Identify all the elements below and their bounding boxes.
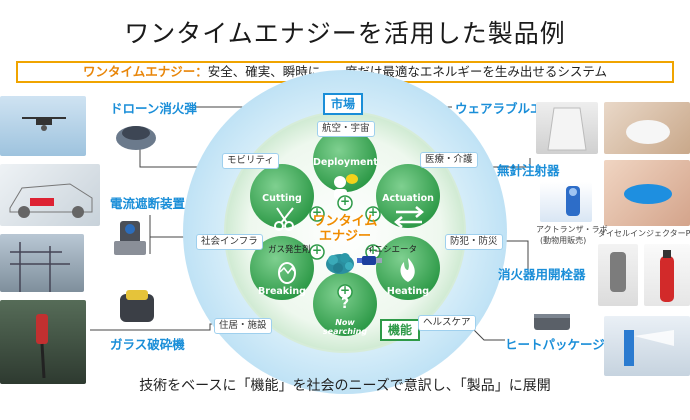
scissors-icon [274,207,294,231]
heat-package-photo [604,316,690,376]
function-node-cutting [250,164,314,231]
center-title-line2: エナジー [318,229,371,244]
plus-sign: + [311,243,323,257]
airbag-vest-photo [536,102,598,154]
function-tag: 機能 [380,319,421,341]
page-title: ワンタイムエナジーを活用した製品例 [124,19,566,48]
drone-extinguisher-device [116,126,156,150]
substation-photo [0,234,84,292]
daicel-injector-photo [604,160,690,226]
footer-text: 技術をベースに「機能」を社会のニーズで意訳し、「製品」に展開 [139,378,551,394]
car-diagram-icon [9,183,93,218]
drone-photo [0,96,86,156]
function-label-cutting: Cutting [262,193,302,204]
gas-generator-icon [326,253,354,274]
market-label-security-disaster: 防犯・防災 [445,234,503,250]
function-node-now-searching [313,272,377,336]
car-window-photo [0,300,86,384]
opener-device-icon [610,252,626,292]
product-label-current-breaker: 電流遮断装置 [110,196,186,211]
airbag-neck-photo [604,102,690,154]
center-title-line1: ワンタイム [312,214,378,229]
plus-sign: + [367,205,379,219]
center-title: ワンタイム エナジー [305,214,385,244]
product-label-glass-breaker: ガラス破砕機 [110,337,185,352]
current-breaker-device [114,221,146,255]
egg-crack-icon [278,262,296,284]
function-node-actuation [376,164,440,228]
drone-icon [22,117,66,131]
double-arrow-icon [394,206,424,228]
hand-injector-icon [624,184,672,204]
function-label-now-searching: Now searching [322,318,368,336]
function-node-breaking [250,236,314,300]
plus-badge [365,206,381,222]
heat-package-device [534,314,570,330]
market-label-healthcare: ヘルスケア [418,315,476,331]
market-label-housing-facilities: 住居・施設 [214,318,272,334]
plus-sign: + [367,243,379,257]
neck-collar-icon [626,120,670,144]
function-node-deployment [313,128,377,199]
function-label-heating: Heating [386,286,430,297]
glass-breaker-mounted-icon [36,314,48,379]
caption-daicel: ダイセルインジェクターP1 SC [598,229,690,238]
plus-sign: + [339,283,351,297]
market-label-medical-care: 医療・介護 [420,152,478,168]
car-cutaway-photo [0,164,100,226]
actranza-injector-photo [540,182,592,222]
fire-extinguisher-photo [644,244,690,306]
glass-breaker-device [120,290,154,322]
caption-actranza-sub: (動物用販売) [540,236,587,245]
function-label-deployment: Deployment [313,157,378,168]
caption-actranza: アクトランザ・ラボ [536,225,608,234]
plus-sign: + [311,205,323,219]
opener-device-photo [598,244,638,306]
product-label-heat-package: ヒートパッケージ [505,337,605,352]
fire-extinguisher-icon [660,250,674,302]
market-tag: 市場 [323,93,364,115]
product-label-drone-extinguisher: ドローン消火弾 [110,101,197,116]
injector-device-icon [566,186,580,216]
vest-icon [547,107,587,151]
power-tower-icon [10,242,70,292]
product-label-needle-free-injector: 無針注射器 [497,163,560,178]
plus-badge [309,244,325,260]
product-label-extinguisher-opener: 消火器用開栓器 [498,267,586,282]
initiator-label: イニシエータ [366,245,418,255]
plus-sign: + [339,194,351,208]
function-label-actuation: Actuation [382,193,434,204]
market-label-social-infrastructure: 社会インフラ [196,234,263,250]
function-label-breaking: Breaking [258,286,306,297]
gas-generator-label: ガス発生剤 [268,245,311,255]
tagline-highlight: ワンタイムエナジー： [82,64,208,79]
market-label-aerospace: 航空・宇宙 [317,121,375,137]
question-mark-icon: ? [340,296,350,312]
market-label-mobility: モビリティ [222,153,279,169]
plus-badge [337,195,353,211]
spray-can-icon [624,330,674,366]
initiator-icon [357,256,382,265]
flame-icon [400,258,415,282]
function-node-heating [376,236,440,300]
plus-badge [337,284,353,300]
plus-badge [309,206,325,222]
